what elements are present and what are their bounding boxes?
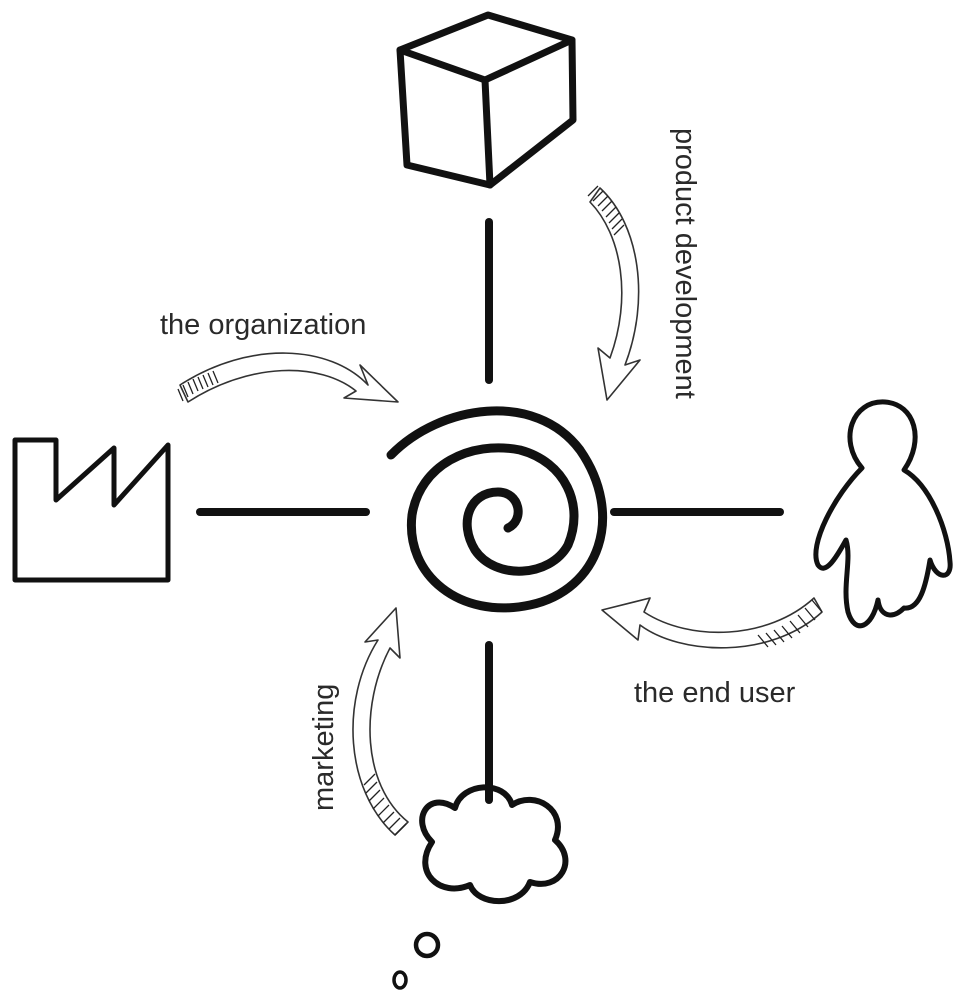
spiral-icon [386, 406, 607, 613]
end-user-label: the end user [634, 677, 796, 709]
product-development-label: product development [669, 128, 701, 399]
thought-cloud-icon [392, 784, 569, 990]
connector-lines [196, 218, 784, 804]
box-icon [396, 11, 577, 189]
organization-label: the organization [160, 309, 366, 341]
product-development-arrow [587, 185, 641, 401]
factory-icon [12, 437, 171, 583]
person-icon [813, 399, 953, 629]
marketing-label: marketing [308, 684, 340, 811]
marketing-arrow [352, 607, 409, 836]
end-user-arrow [601, 597, 823, 649]
organization-arrow [177, 352, 399, 403]
